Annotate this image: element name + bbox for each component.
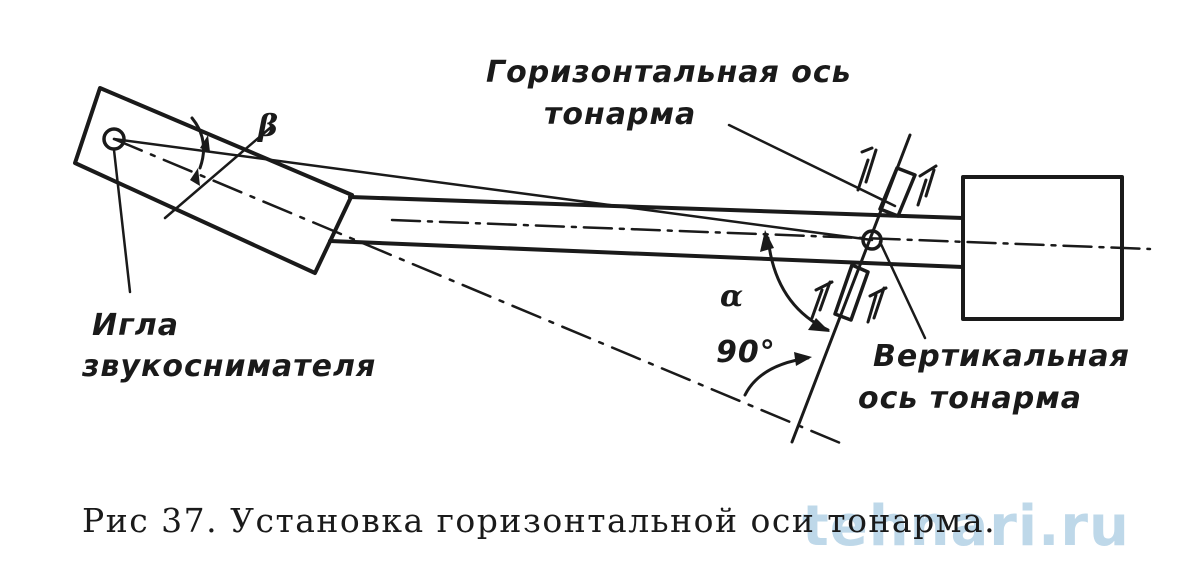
tonearm-tube-upper — [348, 195, 965, 220]
label-needle-line2: звукоснимателя — [81, 349, 376, 384]
label-horizontal-axis-line1: Горизонтальная ось — [486, 55, 852, 90]
alpha-arc — [766, 236, 830, 332]
bearing-hatching — [810, 146, 938, 324]
beta-arrowhead-top — [200, 135, 210, 152]
cartridge-axis-line — [112, 137, 847, 447]
alpha-arrowhead-bottom — [808, 318, 830, 332]
label-alpha: α — [720, 279, 743, 314]
bearing-lower — [833, 263, 870, 322]
vertical-axis-leader — [878, 240, 927, 340]
label-vertical-axis-line2: ось тонарма — [858, 381, 1082, 416]
arm-centerline — [390, 218, 1152, 251]
watermark: tehnari.ru — [802, 494, 1130, 559]
tonearm-tube-lower — [328, 239, 965, 269]
horizontal-axis-leader — [727, 123, 897, 208]
figure-caption: Рис 37. Установка горизонтальной оси тон… — [82, 501, 996, 540]
label-vertical-axis-line1: Вертикальная — [873, 339, 1130, 374]
beta-arrowhead-bottom — [190, 168, 200, 186]
label-horizontal-axis-line2: тонарма — [544, 97, 696, 132]
bearing-upper — [878, 166, 917, 218]
alpha-arrowhead-top — [760, 230, 774, 252]
beta-leader — [163, 126, 272, 220]
right-angle-arrowhead — [794, 352, 812, 366]
needle-pivot-line — [112, 137, 874, 242]
beta-arc — [190, 116, 206, 170]
label-needle-line1: Игла — [92, 308, 179, 343]
counterweight — [961, 175, 1124, 321]
label-90-degrees: 90° — [716, 335, 776, 370]
pivot-point — [861, 229, 883, 251]
needle-leader — [112, 148, 132, 294]
label-beta: β — [257, 109, 278, 144]
